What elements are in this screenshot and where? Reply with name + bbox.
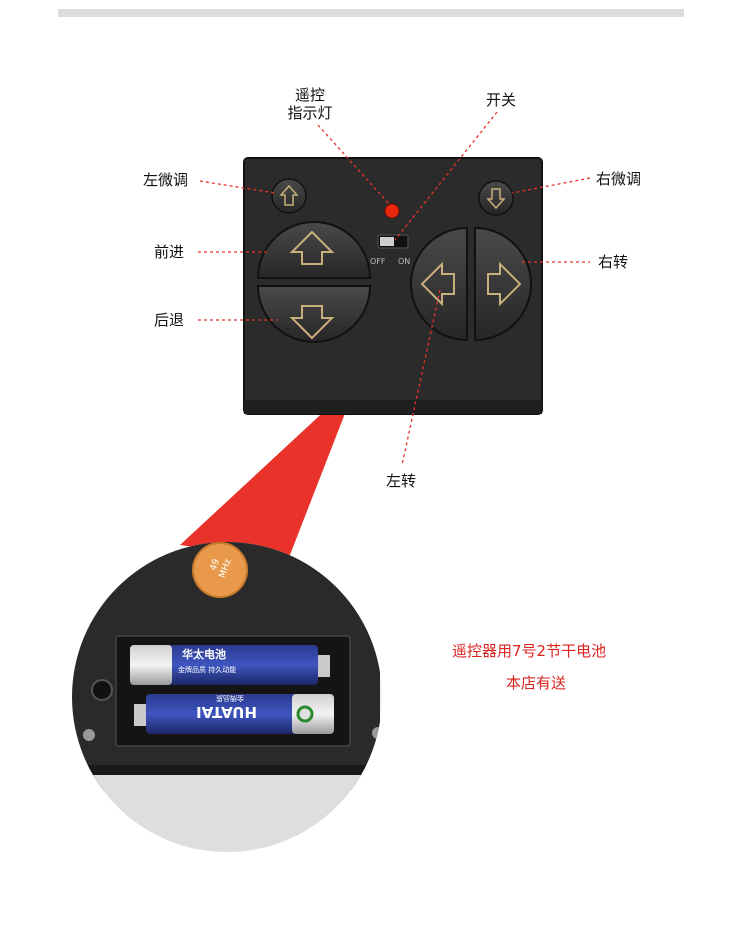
switch-on-text: ON bbox=[398, 257, 411, 266]
trim-right-label: 右微调 bbox=[596, 170, 642, 188]
trim-right-button bbox=[478, 180, 514, 216]
turn-left-label: 左转 bbox=[386, 472, 417, 490]
trim-left-button bbox=[271, 178, 307, 214]
backward-label: 后退 bbox=[154, 311, 185, 329]
battery-top-brand: 华太电池 bbox=[182, 648, 226, 661]
trim-left-label: 左微调 bbox=[143, 171, 189, 189]
battery-top-small: 金牌品质 持久动能 bbox=[178, 666, 237, 674]
zoom-funnel bbox=[180, 380, 358, 560]
battery-bottom-small: 金牌品质 bbox=[216, 694, 244, 702]
turn-right-button bbox=[474, 226, 532, 342]
turn-left-button bbox=[410, 226, 468, 342]
switch-off-text: OFF bbox=[370, 257, 386, 266]
battery-bottom-brand: HUATAI bbox=[196, 703, 257, 721]
power-switch-label: 开关 bbox=[486, 91, 517, 109]
callout-lines bbox=[198, 111, 591, 466]
indicator-label: 遥控 指示灯 bbox=[285, 86, 335, 122]
forward-button bbox=[256, 221, 372, 279]
indicator-label-line1: 遥控 bbox=[294, 86, 325, 104]
indicator-led bbox=[384, 203, 400, 219]
turn-right-label: 右转 bbox=[598, 253, 629, 271]
battery-note-line1: 遥控器用7号2节干电池 bbox=[452, 642, 607, 660]
battery-note-line2: 本店有送 bbox=[506, 674, 567, 692]
indicator-label-line2: 指示灯 bbox=[287, 104, 333, 122]
top-divider bbox=[58, 9, 684, 17]
battery-compartment-closeup bbox=[72, 542, 382, 852]
backward-button bbox=[256, 285, 372, 343]
forward-label: 前进 bbox=[154, 243, 185, 261]
